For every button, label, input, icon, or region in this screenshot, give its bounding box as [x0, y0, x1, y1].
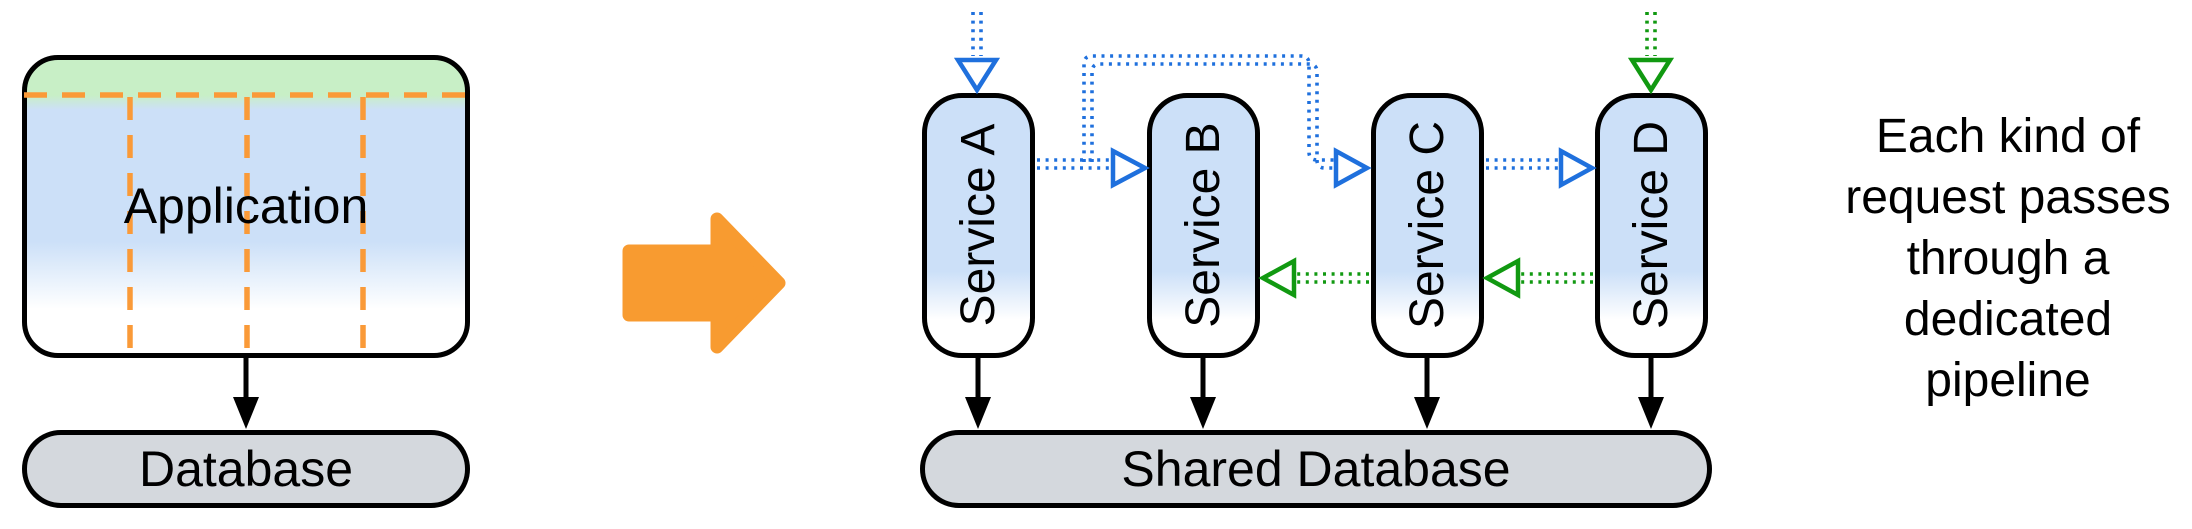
green-arrow-d-to-c — [1482, 257, 1593, 299]
shared-database-label: Shared Database — [1121, 441, 1511, 497]
caption-line: Each kind of — [1875, 110, 2141, 163]
database-link-arrows — [233, 358, 1664, 429]
service-c-to-shared-db-arrow — [1414, 358, 1440, 429]
service-d-label: Service D — [1625, 120, 1678, 330]
caption-text: Each kind of request passes through a de… — [1845, 106, 2171, 411]
service-c-box — [1371, 93, 1484, 358]
caption-line: request passes — [1845, 171, 2171, 224]
shared-database-box — [920, 430, 1712, 508]
blue-arrow-a-to-b — [1037, 147, 1150, 189]
application-label: Application — [123, 178, 369, 234]
service-a-label: Service A — [952, 123, 1005, 327]
green-inflow-arrow-service-d — [1627, 12, 1675, 95]
database-box — [22, 430, 470, 508]
service-d-box — [1595, 93, 1708, 358]
service-b-label: Service B — [1177, 122, 1230, 328]
blue-inflow-arrow-service-a — [953, 12, 1001, 95]
caption-line: pipeline — [1925, 354, 2091, 407]
database-label: Database — [138, 441, 354, 497]
blue-pipeline-arrows — [953, 12, 1597, 189]
service-b-to-shared-db-arrow — [1190, 358, 1216, 429]
caption-line: through a — [1906, 232, 2110, 285]
application-to-database-arrow — [233, 358, 259, 429]
transform-right-arrow-icon — [622, 212, 786, 354]
blue-arrow-c-to-d — [1486, 147, 1597, 189]
service-c-label: Service C — [1401, 120, 1454, 330]
caption-line: dedicated — [1903, 293, 2113, 346]
service-a-to-shared-db-arrow — [965, 358, 991, 429]
service-a-box — [922, 93, 1035, 358]
green-arrow-c-to-b — [1258, 257, 1369, 299]
service-d-to-shared-db-arrow — [1638, 358, 1664, 429]
